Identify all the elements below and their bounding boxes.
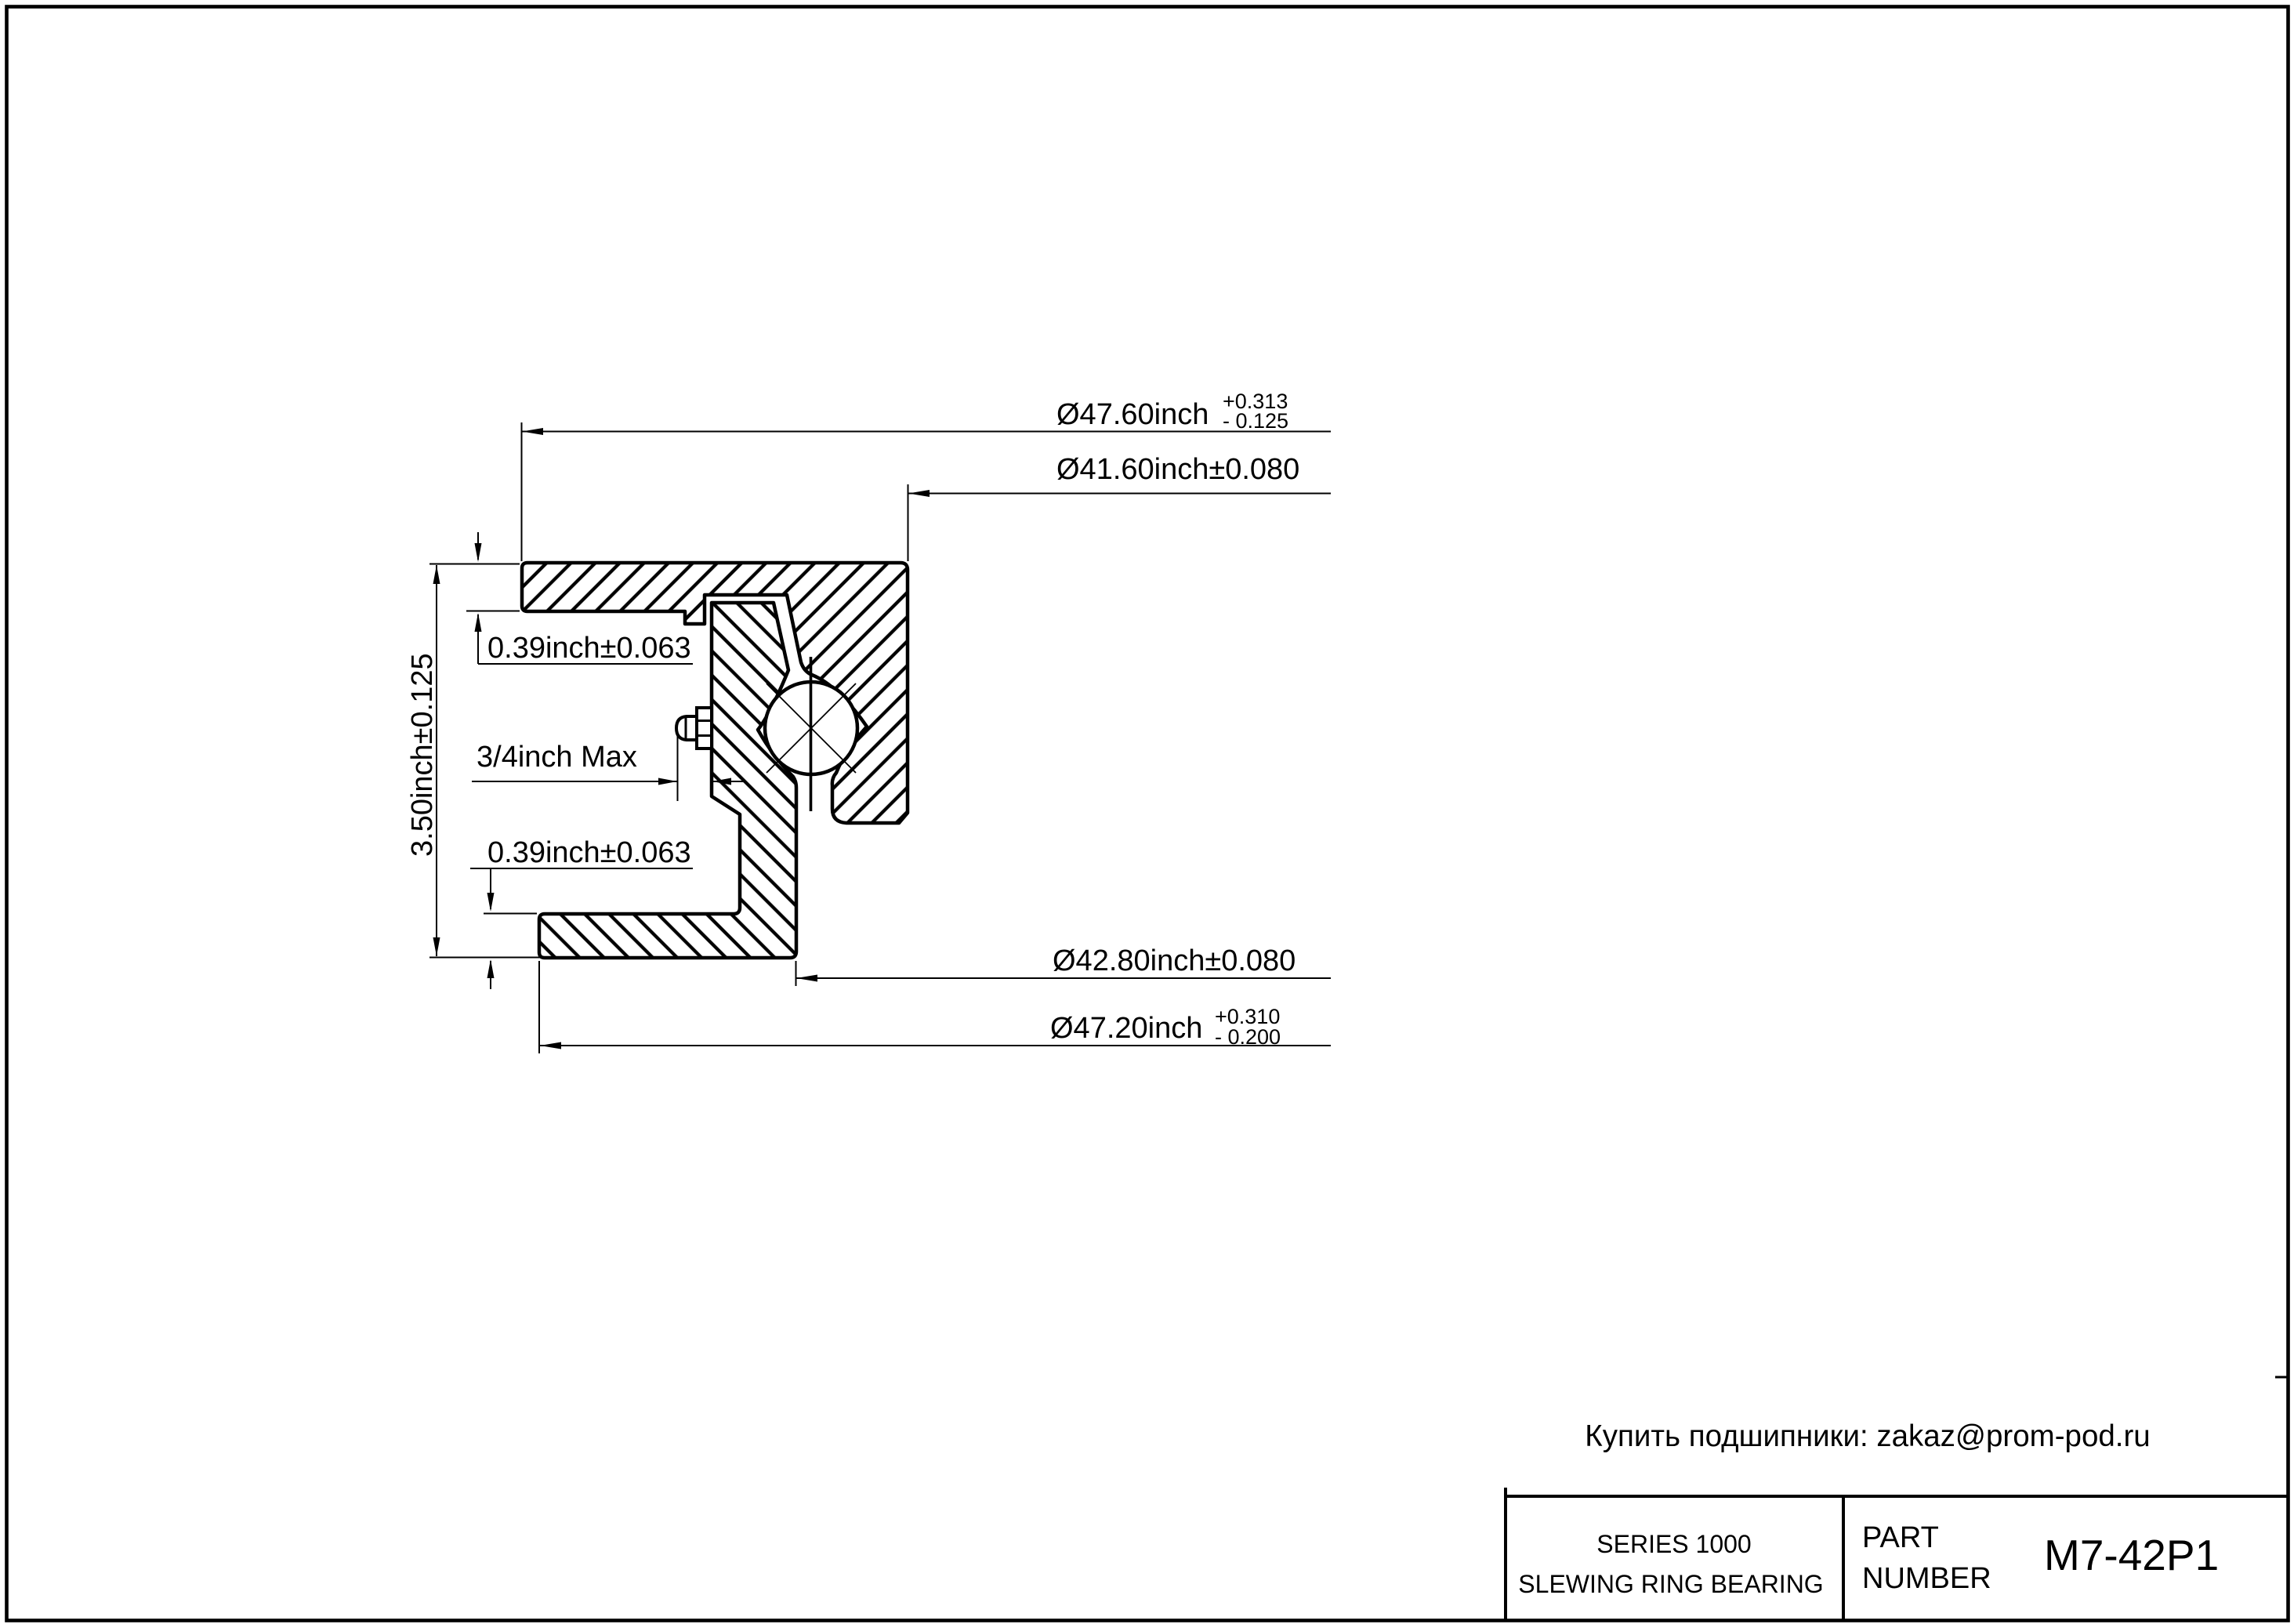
svg-text:0.39inch±0.063: 0.39inch±0.063 (487, 632, 691, 665)
svg-text:+0.310: +0.310 (1215, 1005, 1280, 1028)
svg-text:SLEWING RING BEARING: SLEWING RING BEARING (1518, 1570, 1823, 1598)
svg-text:Купить подшипники: zakaz@prom-: Купить подшипники: zakaz@prom-pod.ru (1585, 1419, 2150, 1453)
svg-text:SERIES 1000: SERIES 1000 (1596, 1530, 1751, 1558)
svg-text:PART: PART (1862, 1521, 1939, 1554)
svg-text:- 0.200: - 0.200 (1215, 1025, 1281, 1049)
svg-text:3.50inch±0.125: 3.50inch±0.125 (406, 653, 439, 857)
svg-text:NUMBER: NUMBER (1862, 1562, 1991, 1595)
svg-text:3/4inch Max: 3/4inch Max (477, 741, 637, 774)
svg-text:+0.313: +0.313 (1223, 390, 1288, 413)
svg-text:Ø47.60inch: Ø47.60inch (1056, 398, 1209, 431)
svg-text:M7-42P1: M7-42P1 (2044, 1531, 2219, 1579)
svg-text:0.39inch±0.063: 0.39inch±0.063 (487, 836, 691, 869)
svg-text:Ø42.80inch±0.080: Ø42.80inch±0.080 (1053, 944, 1296, 977)
svg-text:Ø47.20inch: Ø47.20inch (1050, 1012, 1202, 1045)
svg-text:- 0.125: - 0.125 (1223, 409, 1288, 433)
svg-text:Ø41.60inch±0.080: Ø41.60inch±0.080 (1056, 453, 1299, 486)
